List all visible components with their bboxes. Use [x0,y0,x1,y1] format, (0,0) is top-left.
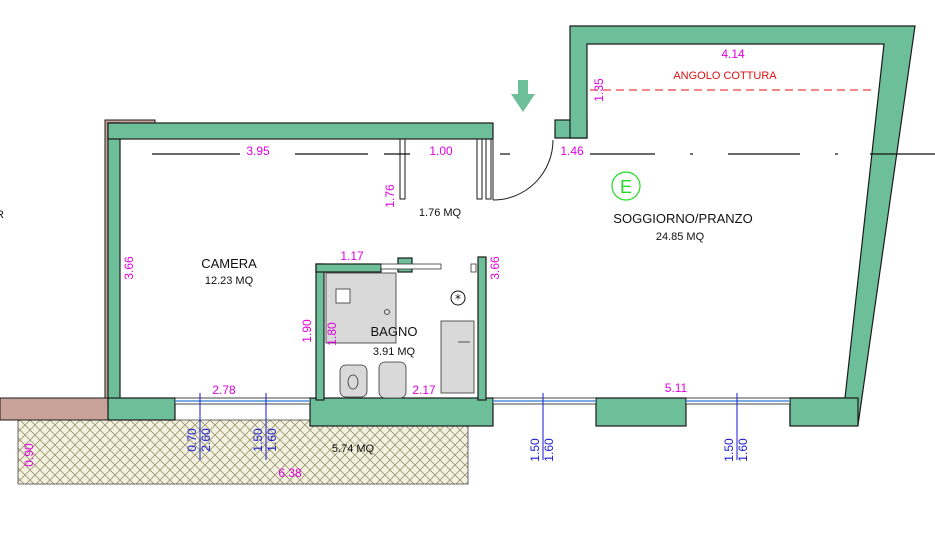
dim-2-78: 2.78 [212,383,236,397]
shower [325,272,397,344]
room-terrazzo-area: 5.74 MQ [332,443,375,455]
window-1 [174,397,311,405]
window-1-dim-top: 0.70 [185,428,199,452]
window-dim-lines [199,393,738,460]
room-bagno-area: 3.91 MQ [373,346,416,358]
entrance-door [492,139,554,201]
wall-top-left [107,122,494,140]
edge-glyph: R [0,209,4,221]
svg-text:*: * [455,292,461,306]
wall-bottom-mid2 [595,397,687,427]
window-2 [492,397,597,405]
dim-3-95: 3.95 [246,144,270,158]
dim-1-76: 1.76 [383,184,397,208]
adjacent-wall-left [0,397,111,421]
angolo-cottura-label: ANGOLO COTTURA [673,70,777,82]
window-2-dim-bottom: 1.60 [265,428,279,452]
dim-6-38: 6.38 [278,466,302,480]
window-4-dim-top: 1.50 [722,438,736,462]
wall-bath-top [315,263,382,273]
dim-1-90: 1.90 [300,319,314,343]
sink [440,320,475,394]
entrance-marker-letter: E [620,177,632,197]
room-soggiorno-area: 24.85 MQ [656,231,705,243]
ventilation-icon: * [450,290,466,306]
room-soggiorno-name: SOGGIORNO/PRANZO [613,211,752,226]
bath-wall-mark [470,263,477,273]
entrance-arrow-icon [511,80,535,112]
bidet [378,361,407,399]
window-3 [685,397,791,405]
wall-bottom-left [107,397,176,421]
window-1-dim-bottom: 2.60 [199,428,213,452]
dim-1-17: 1.17 [340,249,364,263]
dim-4-14: 4.14 [721,47,745,61]
dim-1-35: 1.35 [592,78,606,102]
dim-0-90: 0.90 [22,443,36,467]
wall-bottom-mid [309,397,494,427]
dim-1-80: 1.80 [325,322,339,346]
room-bagno-name: BAGNO [371,324,418,339]
room-camera-name: CAMERA [201,256,257,271]
window-4-dim-bottom: 1.60 [736,438,750,462]
dim-2-17: 2.17 [412,383,436,397]
window-3-dim-top: 1.50 [528,438,542,462]
wall-bath-right [477,256,487,401]
room-camera-area: 12.23 MQ [205,275,254,287]
toilet [339,364,368,398]
entrance-marker-circle [611,171,641,201]
dim-3-66-right: 3.66 [488,256,502,280]
corridor-partitions [399,138,492,200]
sliding-door [380,263,442,270]
wall-left [107,122,121,404]
window-2-dim-top: 1.50 [251,428,265,452]
wall-bath-left [315,263,325,401]
room-corridoio-area: 1.76 MQ [419,207,462,219]
terrace [17,419,469,485]
dim-1-00: 1.00 [429,144,453,158]
dim-3-66-left: 3.66 [122,256,136,280]
window-3-dim-bottom: 1.60 [542,438,556,462]
wall-bottom-right [789,397,859,427]
dim-5-11: 5.11 [665,381,688,395]
dim-1-46: 1.46 [560,144,584,158]
